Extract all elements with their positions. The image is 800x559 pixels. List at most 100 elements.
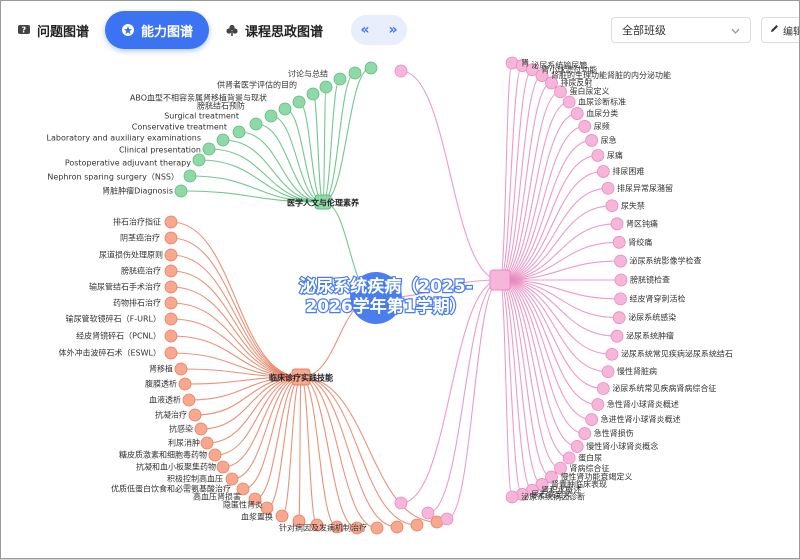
knowledge-node[interactable] [348, 66, 362, 80]
knowledge-node[interactable] [164, 248, 178, 262]
knowledge-node[interactable] [278, 102, 292, 116]
knowledge-node[interactable] [275, 509, 289, 523]
knowledge-node[interactable] [554, 461, 567, 475]
knowledge-node[interactable] [183, 169, 197, 183]
hub-node-systems[interactable] [489, 269, 511, 291]
hub-node-clinical[interactable] [291, 368, 311, 386]
knowledge-node[interactable] [292, 95, 306, 109]
knowledge-node[interactable] [545, 76, 558, 90]
graph-link [300, 376, 378, 529]
knowledge-node[interactable] [562, 451, 576, 465]
knowledge-node[interactable] [216, 133, 230, 147]
knowledge-node[interactable] [364, 61, 378, 75]
knowledge-node[interactable] [601, 181, 615, 195]
knowledge-node[interactable] [535, 69, 549, 82]
knowledge-node[interactable] [164, 264, 178, 278]
knowledge-node[interactable] [319, 80, 333, 94]
knowledge-node[interactable] [578, 427, 592, 440]
class-select[interactable]: 全部班级 [611, 17, 751, 43]
knowledge-node[interactable] [164, 280, 178, 294]
knowledge-node[interactable] [591, 149, 605, 162]
knowledge-node[interactable] [610, 329, 624, 343]
knowledge-node[interactable] [330, 520, 344, 534]
knowledge-node[interactable] [570, 107, 584, 120]
knowledge-node[interactable] [178, 377, 192, 391]
knowledge-node[interactable] [394, 496, 408, 510]
knowledge-node[interactable] [216, 460, 230, 474]
knowledge-node[interactable] [585, 413, 599, 426]
knowledge-node[interactable] [174, 184, 188, 198]
knowledge-node[interactable] [292, 514, 306, 528]
knowledge-node[interactable] [249, 117, 263, 131]
knowledge-node[interactable] [605, 347, 619, 361]
tab-ability-graph[interactable]: 能力图谱 [105, 11, 210, 49]
knowledge-node[interactable] [174, 362, 188, 376]
knowledge-node[interactable] [614, 273, 628, 287]
knowledge-node[interactable] [202, 142, 216, 156]
knowledge-node[interactable] [612, 311, 626, 325]
knowledge-node[interactable] [225, 472, 239, 486]
knowledge-node[interactable] [164, 231, 178, 245]
node-label: 阴茎癌治疗 [120, 233, 160, 243]
collapse-right-icon[interactable]: » [388, 22, 398, 38]
knowledge-node[interactable] [562, 95, 576, 109]
node-label: 排尿困难 [612, 166, 644, 176]
collapse-toggle[interactable]: « » [351, 15, 408, 45]
knowledge-node[interactable] [421, 506, 435, 520]
knowledge-node[interactable] [260, 501, 274, 515]
knowledge-node[interactable] [164, 296, 178, 310]
knowledge-node[interactable] [370, 521, 384, 535]
knowledge-node[interactable] [610, 217, 624, 231]
knowledge-node[interactable] [200, 436, 214, 450]
knowledge-node[interactable] [164, 329, 178, 343]
node-label: 尿失禁 [621, 200, 645, 210]
knowledge-node[interactable] [612, 235, 626, 249]
knowledge-node[interactable] [208, 448, 222, 462]
center-node[interactable] [350, 272, 402, 324]
knowledge-node[interactable] [164, 312, 178, 326]
collapse-left-icon[interactable]: « [360, 22, 370, 38]
knowledge-node[interactable] [614, 292, 627, 306]
tab-question-graph[interactable]: ? 问题图谱 [1, 11, 105, 49]
knowledge-node[interactable] [596, 165, 610, 178]
knowledge-node[interactable] [333, 72, 347, 86]
knowledge-node[interactable] [570, 440, 584, 453]
knowledge-node[interactable] [596, 382, 610, 395]
knowledge-node[interactable] [232, 125, 246, 139]
graph-link [499, 279, 620, 319]
knowledge-node[interactable] [554, 85, 567, 99]
knowledge-node[interactable] [614, 254, 627, 268]
knowledge-node[interactable] [545, 470, 558, 484]
graph-link [499, 279, 585, 435]
knowledge-node[interactable] [410, 518, 424, 532]
knowledge-node[interactable] [578, 120, 592, 133]
knowledge-node[interactable] [505, 490, 519, 504]
knowledge-node[interactable] [310, 518, 324, 532]
knowledge-node[interactable] [164, 346, 178, 360]
knowledge-node[interactable] [264, 109, 278, 123]
node-label: 肾移植 [149, 364, 173, 374]
edit-button[interactable]: 编辑 [761, 17, 799, 43]
knowledge-node[interactable] [591, 398, 605, 411]
knowledge-node[interactable] [182, 393, 196, 407]
knowledge-node[interactable] [248, 492, 262, 506]
knowledge-node[interactable] [236, 482, 250, 496]
knowledge-node[interactable] [350, 521, 364, 535]
tab-ideology-graph[interactable]: 课程思政图谱 [209, 11, 339, 49]
knowledge-node[interactable] [394, 64, 408, 78]
knowledge-node[interactable] [188, 408, 202, 422]
knowledge-node[interactable] [390, 520, 404, 534]
knowledge-node[interactable] [535, 478, 549, 491]
knowledge-node[interactable] [605, 199, 619, 213]
graph-link [312, 93, 324, 203]
knowledge-node[interactable] [306, 87, 320, 101]
knowledge-node[interactable] [192, 153, 206, 167]
knowledge-node[interactable] [585, 134, 599, 147]
knowledge-node[interactable] [194, 422, 208, 436]
knowledge-node[interactable] [525, 63, 539, 77]
knowledge-node[interactable] [440, 512, 454, 526]
hub-node-humanities[interactable] [314, 194, 332, 210]
knowledge-node[interactable] [164, 215, 178, 229]
knowledge-node[interactable] [601, 365, 615, 379]
